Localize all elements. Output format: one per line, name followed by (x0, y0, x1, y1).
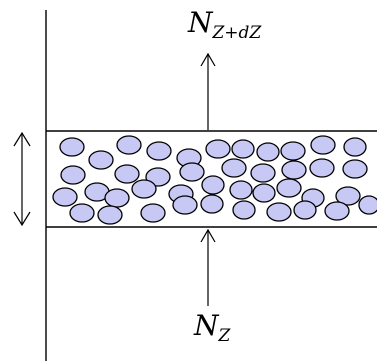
particle (281, 160, 307, 180)
flux-bottom-label: NZ (193, 309, 232, 346)
particle (293, 200, 317, 220)
particle (252, 183, 276, 203)
particle (221, 158, 247, 178)
particle (172, 195, 198, 215)
particle (88, 150, 114, 170)
flux-bottom-main: N (193, 309, 220, 342)
particle (69, 203, 95, 223)
particle (276, 178, 302, 198)
particle (146, 141, 172, 161)
particle (266, 202, 292, 222)
flux-top-label: NZ+dZ (187, 6, 262, 43)
particle (52, 187, 78, 207)
flux-top-subscript: Z+dZ (212, 23, 263, 43)
particle (343, 137, 367, 157)
particle (309, 158, 335, 178)
particle (60, 165, 86, 185)
particle (256, 142, 280, 162)
particle (59, 137, 85, 157)
flux-out-arrow (200, 52, 216, 130)
particle (145, 167, 171, 187)
particle (140, 203, 166, 223)
particle (231, 139, 255, 159)
particle (114, 164, 140, 184)
flux-top-main: N (187, 6, 214, 39)
particle (232, 200, 256, 220)
particle (116, 135, 142, 155)
particle-group (52, 135, 377, 225)
particle (179, 162, 205, 182)
particle (200, 194, 224, 214)
particle (97, 205, 123, 225)
particle (250, 163, 276, 183)
particle (358, 195, 377, 215)
particle (324, 201, 350, 221)
particle (280, 141, 306, 161)
particle (229, 180, 253, 200)
particle (201, 175, 225, 195)
particle (131, 179, 157, 199)
particle (205, 139, 231, 159)
particle (104, 188, 130, 208)
flux-bottom-subscript: Z (218, 326, 232, 346)
particle (335, 186, 361, 206)
particle (342, 159, 368, 179)
particle (310, 135, 336, 155)
flux-in-arrow (200, 228, 216, 306)
thickness-double-arrow (13, 131, 31, 227)
